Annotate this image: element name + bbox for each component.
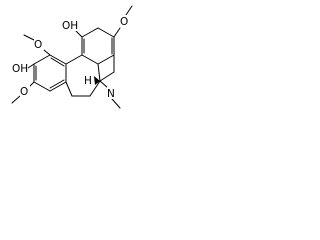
chemical-structure: OH O O OH O H N (11, 5, 133, 109)
bond (97, 54, 115, 65)
o-top-right-label: O (120, 16, 128, 28)
bond (49, 54, 67, 65)
oh-left-label: OH (12, 63, 28, 75)
o-lower-left-label: O (20, 86, 28, 98)
bond (49, 81, 67, 92)
bond (81, 54, 99, 65)
h-stereo-label: H (84, 75, 92, 87)
stereo-wedge (94, 76, 100, 85)
bond (49, 79, 65, 89)
bond (125, 5, 133, 16)
molecule-canvas: OH O O OH O H N (0, 0, 144, 130)
bond (97, 63, 101, 82)
bond (81, 27, 99, 38)
bond (27, 63, 35, 69)
n-amine-label: N (107, 88, 115, 100)
bond-lines (11, 5, 133, 109)
bond (89, 80, 101, 97)
bond (99, 80, 109, 89)
bond (43, 49, 51, 56)
oh-upper-label: OH (62, 20, 78, 32)
bond (65, 81, 73, 97)
bond (113, 27, 121, 38)
bond (33, 54, 51, 65)
atom-labels: OH O O OH O H N (12, 15, 130, 100)
bond (97, 27, 115, 38)
bond (99, 71, 115, 82)
bond (33, 81, 51, 92)
bond (50, 57, 65, 67)
bond (23, 34, 35, 41)
bond (111, 98, 121, 109)
bond (11, 95, 21, 104)
o-upper-left-label: O (34, 39, 42, 51)
bond (65, 54, 83, 65)
